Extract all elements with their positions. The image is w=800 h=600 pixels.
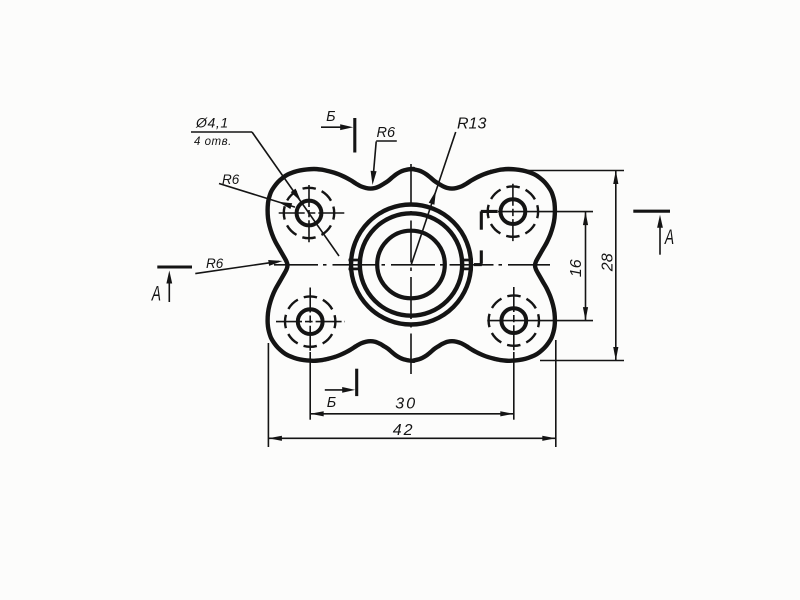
svg-text:Б: Б [326,109,335,125]
svg-text:16: 16 [568,259,585,277]
svg-text:R6: R6 [222,172,240,187]
svg-text:4 отв.: 4 отв. [194,136,232,148]
svg-text:Ø4,1: Ø4,1 [195,115,229,131]
svg-text:A: A [151,282,161,306]
svg-text:42: 42 [393,422,415,439]
svg-text:R6: R6 [377,125,396,141]
svg-text:R13: R13 [457,116,486,133]
svg-text:A: A [664,225,674,249]
svg-text:28: 28 [600,253,617,272]
svg-text:Б: Б [327,395,336,411]
svg-text:R6: R6 [206,256,224,271]
svg-text:30: 30 [395,396,417,413]
